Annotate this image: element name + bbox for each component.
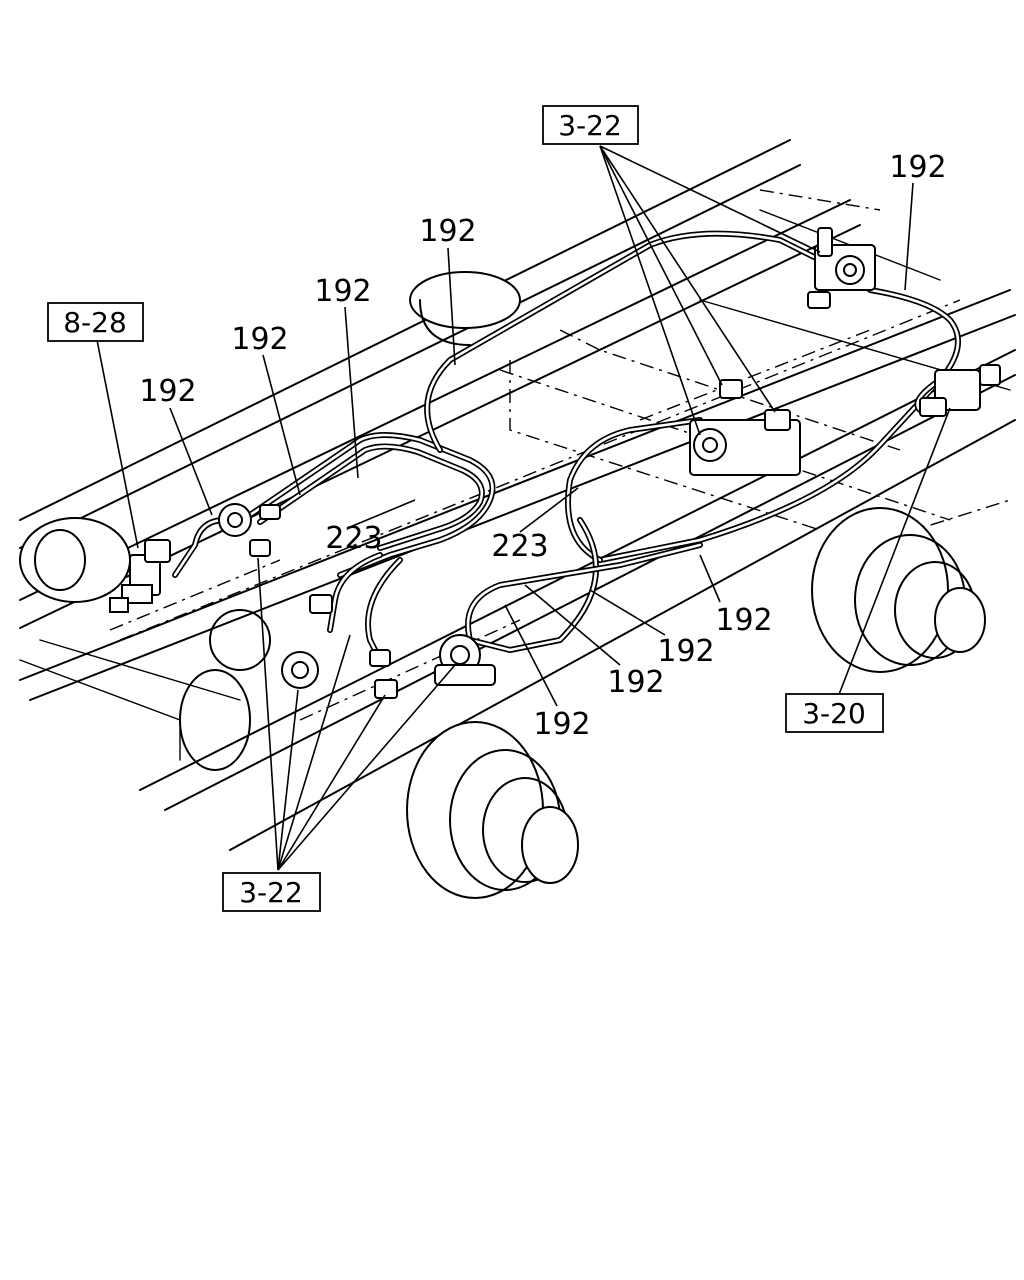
valve-left-upper (218, 503, 281, 557)
callout-192: 192 (419, 214, 476, 249)
ref-box-label: 3-22 (558, 109, 622, 142)
ref-box-3-22-bottom[interactable]: 3-22 (222, 872, 321, 912)
ref-box-8-28[interactable]: 8-28 (47, 302, 144, 342)
callout-223: 223 (491, 529, 548, 564)
wheel-left (19, 517, 131, 603)
ref-box-3-22-top[interactable]: 3-22 (542, 105, 639, 145)
brake-drum-front (406, 721, 579, 899)
wheel-left-lower (179, 609, 271, 771)
relay-valve-right (919, 364, 1001, 417)
valve-center (689, 379, 801, 476)
callout-192: 192 (715, 603, 772, 638)
valve-top-right (807, 227, 876, 309)
callout-192: 192 (607, 665, 664, 700)
callout-192: 192 (889, 150, 946, 185)
solenoid-valve (109, 539, 171, 613)
ref-box-3-20[interactable]: 3-20 (785, 693, 884, 733)
callout-192: 192 (231, 322, 288, 357)
leader-lines (96, 145, 951, 871)
callout-192: 192 (314, 274, 371, 309)
ref-box-label: 3-20 (802, 697, 866, 730)
callout-192: 192 (533, 707, 590, 742)
valve-left-lower (281, 594, 398, 699)
part-callouts: 192 192 192 192 192 223 223 192 192 192 … (139, 150, 946, 742)
ref-box-label: 8-28 (63, 306, 127, 339)
callout-192: 192 (657, 634, 714, 669)
wheel-rear-right (409, 271, 521, 346)
callout-223: 223 (325, 521, 382, 556)
brake-drum-right (811, 507, 986, 673)
callout-192: 192 (139, 374, 196, 409)
ref-box-label: 3-22 (239, 876, 303, 909)
